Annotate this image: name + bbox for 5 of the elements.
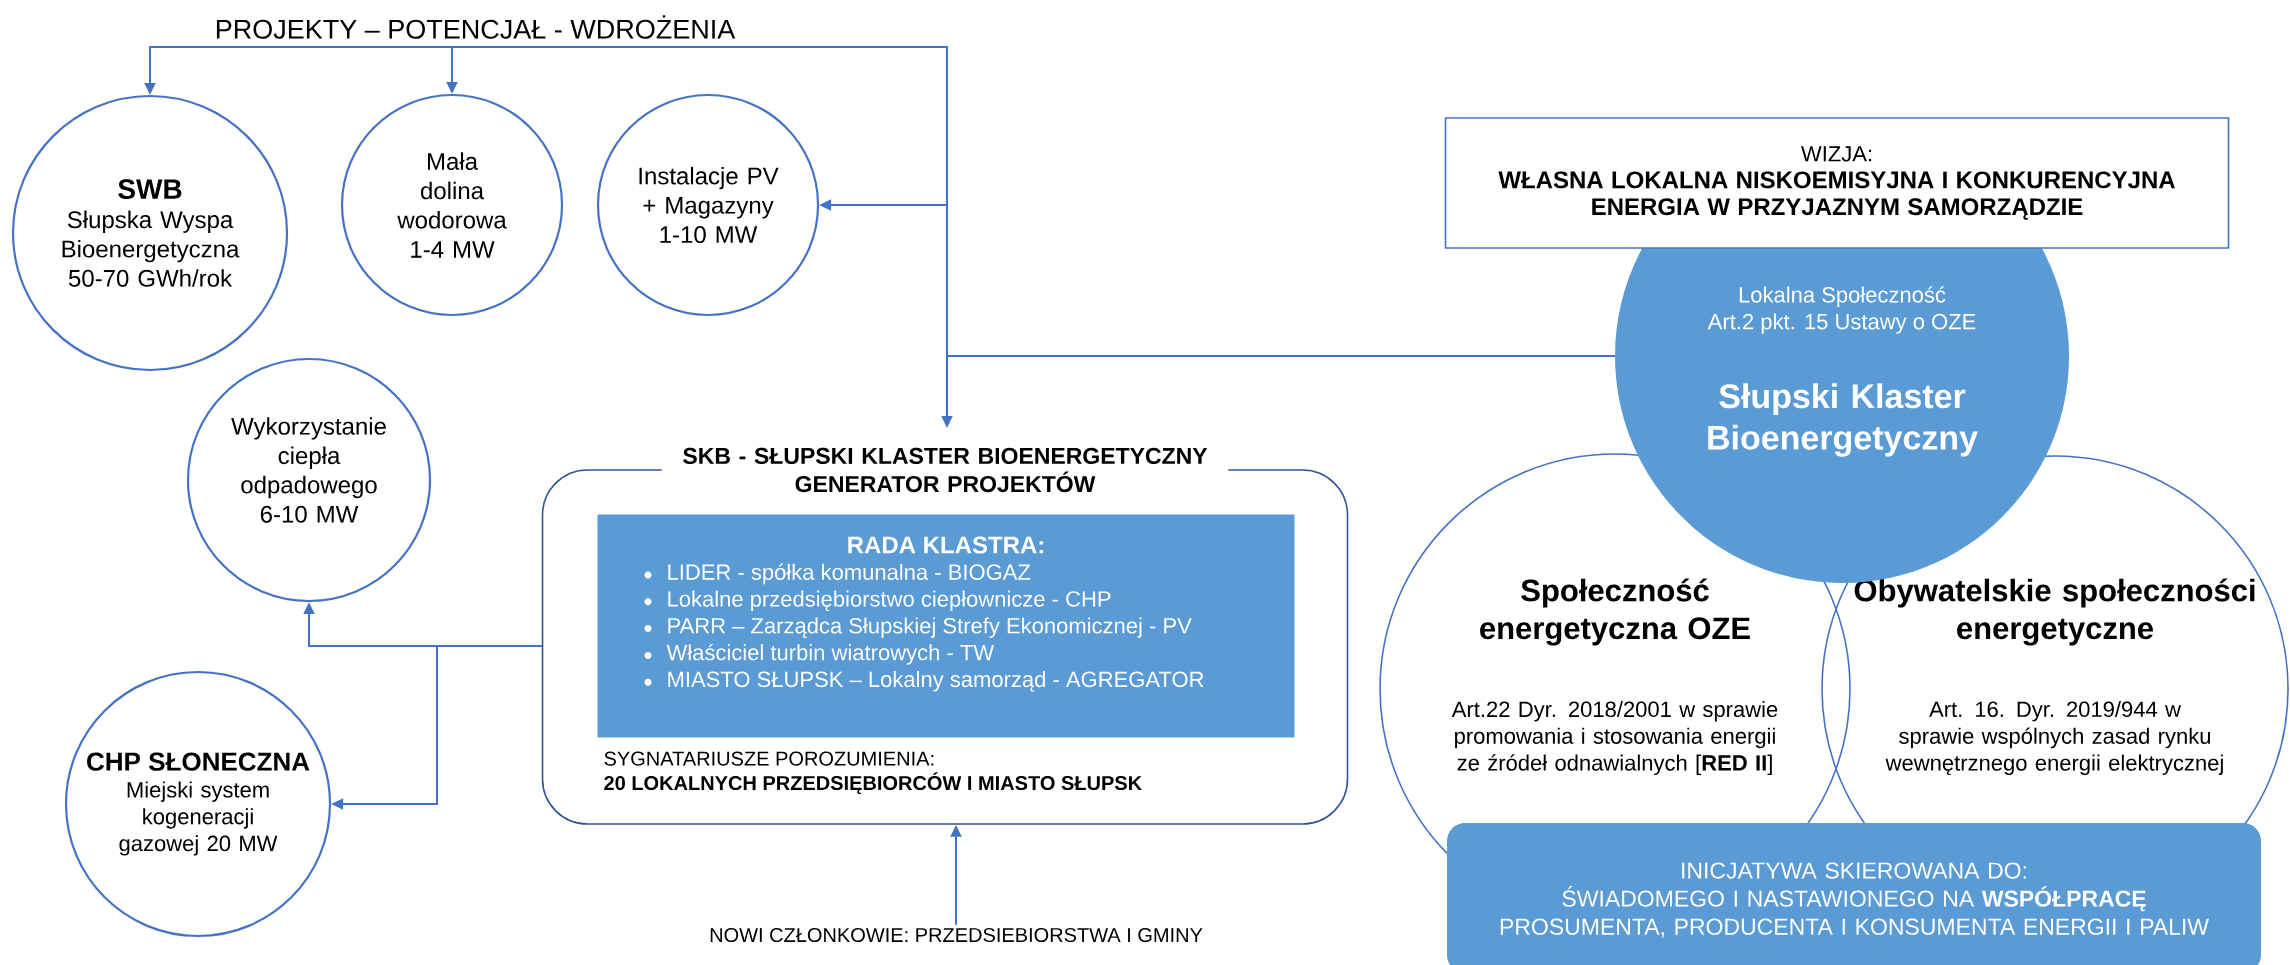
heading: PROJEKTY – POTENCJAŁ - WDROŻENIA xyxy=(216,15,736,39)
council-box: RADA KLASTRA: LIDER - spółka komunalna - BIOGAZ Lokalne przedsiębiorstwo ciepłownicze - CHP PARR – Zarządca Słupskiej Strefy Ekonomicznej - PV Właściciel turbin wiatrowych - TW MIASTO SŁUPSK – Lokalny samorząd - AGREGATOR xyxy=(597,514,1295,738)
members-text: NOWI CZŁONKOWIE: PRZEDSIEBIORSTWA I GMINY xyxy=(710,927,1203,943)
initiative-box: INICJATYWA SKIEROWANA DO: ŚWIADOMEGO I NASTAWIONEGO NA WSPÓŁPRACĘ PROSUMENTA, PRODUCENTA I KONSUMENTA ENERGII I PALIW xyxy=(1447,823,2261,965)
vision-box: WIZJA: WŁASNA LOKALNA NISKOEMISYJNA I KONKURENCYJNA ENERGIA W PRZYJAZNYM SAMORZĄDZIE xyxy=(1444,117,2230,249)
